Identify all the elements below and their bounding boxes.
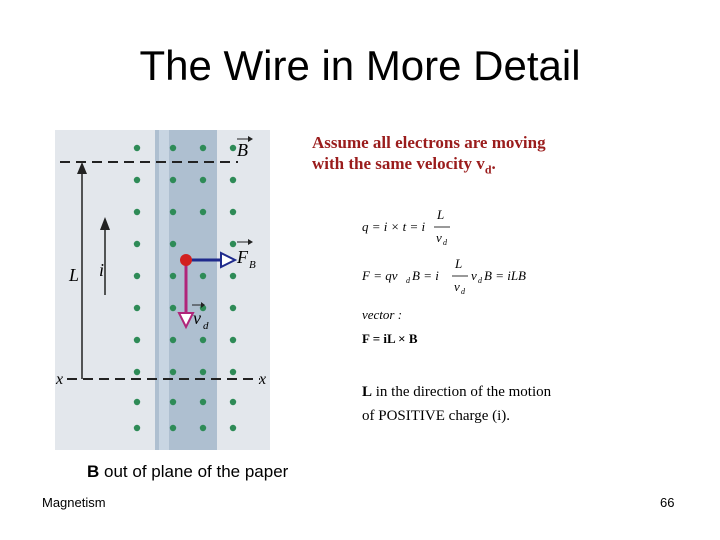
eq2-right-sub: d <box>478 276 483 285</box>
field-dot <box>229 176 237 184</box>
field-dot <box>199 208 207 216</box>
field-dot <box>169 176 177 184</box>
eq2-left-sub: d <box>406 276 411 285</box>
eq2-den: v <box>454 279 460 294</box>
eq2-den-sub: d <box>461 287 466 296</box>
caption-text: out of plane of the paper <box>99 462 289 481</box>
field-dot <box>199 176 207 184</box>
slide-title: The Wire in More Detail <box>139 42 581 89</box>
eq1-left: q = i × t = i <box>362 219 426 234</box>
field-dot <box>169 304 177 312</box>
eq2-mid: B = i <box>412 268 439 283</box>
note-bold-L: L <box>362 384 373 400</box>
magnetic-field-dots <box>133 144 237 432</box>
field-dot <box>229 240 237 248</box>
field-dot <box>229 208 237 216</box>
eq1-num: L <box>436 207 444 222</box>
field-dot <box>169 272 177 280</box>
slide-number: 66 <box>660 495 675 510</box>
label-i: i <box>99 260 104 280</box>
field-dot <box>199 368 207 376</box>
assume-line2: with the same velocity v <box>312 154 485 173</box>
field-dot <box>229 336 237 344</box>
assume-sub: d <box>484 162 492 177</box>
footer-topic: Magnetism <box>42 495 106 510</box>
field-dot <box>133 398 141 406</box>
field-dot <box>229 398 237 406</box>
vector-label: vector : <box>362 307 402 322</box>
field-dot <box>169 208 177 216</box>
eq1-den-sub: d <box>443 238 448 247</box>
field-dot <box>133 336 141 344</box>
field-dot <box>133 272 141 280</box>
field-dot <box>199 272 207 280</box>
label-F-sub: B <box>249 259 256 271</box>
field-dot <box>133 240 141 248</box>
field-caption: B out of plane of the paper <box>87 462 288 482</box>
field-dot <box>229 424 237 432</box>
assume-end: . <box>491 154 496 173</box>
field-dot <box>169 144 177 152</box>
field-dot <box>199 398 207 406</box>
field-dot <box>229 272 237 280</box>
eq2-end: B = iLB <box>484 268 526 283</box>
length-arrowhead <box>77 162 87 174</box>
equations-block: q = i × t = i L v d F = qv d B = i L v d… <box>361 207 526 345</box>
field-dot <box>133 304 141 312</box>
note-line1: in the direction of the motion <box>372 384 552 400</box>
field-dot <box>169 240 177 248</box>
assume-line1: Assume all electrons are moving <box>312 133 546 152</box>
eq1-den: v <box>436 230 442 245</box>
field-dot <box>133 144 141 152</box>
label-x-left: x <box>55 371 63 388</box>
field-dot <box>229 144 237 152</box>
label-B: B <box>237 140 248 160</box>
field-dot <box>169 424 177 432</box>
field-dot <box>133 208 141 216</box>
label-v: v <box>193 308 201 328</box>
field-dot <box>199 424 207 432</box>
field-dot <box>169 398 177 406</box>
field-dot <box>229 304 237 312</box>
field-dot <box>133 368 141 376</box>
field-dot <box>169 336 177 344</box>
eq2-left: F = qv <box>361 268 398 283</box>
wire-diagram: B F B v d L i x x <box>55 130 270 450</box>
label-x-right: x <box>258 371 266 388</box>
label-L: L <box>68 265 79 285</box>
field-dot <box>169 368 177 376</box>
vector-equation: F = iL × B <box>362 331 418 345</box>
field-dot <box>133 176 141 184</box>
label-F: F <box>236 247 249 267</box>
electron-charge <box>180 254 192 266</box>
field-dot <box>133 424 141 432</box>
field-dot <box>199 336 207 344</box>
eq2-num: L <box>454 256 462 271</box>
assumption-text: Assume all electrons are moving with the… <box>312 132 612 180</box>
field-dot <box>199 144 207 152</box>
label-v-sub: d <box>203 320 209 332</box>
eq2-right: v <box>471 268 477 283</box>
field-dot <box>229 368 237 376</box>
caption-bold-B: B <box>87 462 100 481</box>
direction-note: L in the direction of the motion of POSI… <box>362 380 622 428</box>
note-line2: of POSITIVE charge (i). <box>362 408 511 424</box>
